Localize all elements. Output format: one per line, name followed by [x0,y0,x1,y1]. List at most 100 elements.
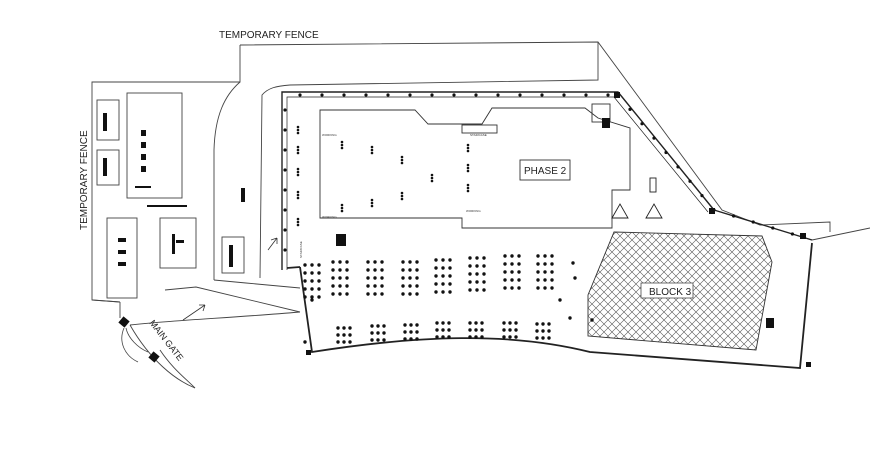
material-dot [468,264,472,268]
material-dot [474,328,478,332]
material-dot [380,292,384,296]
material-dot [317,279,321,283]
boundary-post [518,93,522,97]
office-furniture [103,113,245,267]
material-dot [482,280,486,284]
staircase-label: STAIRCASE [470,133,487,137]
crane-marker [466,166,470,170]
material-dot [317,271,321,275]
material-dot [376,338,380,342]
crane-marker [296,148,300,152]
material-dot [366,268,370,272]
boundary-post [606,93,610,97]
material-dot [550,278,554,282]
material-dot [536,278,540,282]
material-dot [573,276,577,280]
material-dot [342,333,346,337]
material-dot [370,324,374,328]
material-dot [310,295,314,299]
boundary-post [676,165,680,169]
crane-marker [370,201,374,205]
material-dot [541,329,545,333]
crane-marker [296,145,300,149]
crane-marker [370,204,374,208]
material-dot [510,270,514,274]
material-dot [475,272,479,276]
boundary-post [342,93,346,97]
boundary-post [452,93,456,97]
material-dot [409,337,413,341]
material-dot [536,262,540,266]
material-dot [342,340,346,344]
material-dot [482,256,486,260]
material-dot [434,290,438,294]
material-dot [517,278,521,282]
material-dot [514,335,518,339]
material-dot [415,284,419,288]
boundary-post [364,93,368,97]
crane-marker [340,146,344,150]
material-dot [415,323,419,327]
material-dot [338,268,342,272]
boundary-post [790,232,795,236]
material-dot [435,335,439,339]
boundary-post [298,93,302,97]
material-dot [447,328,451,332]
material-dot [376,331,380,335]
crane-marker [430,179,434,183]
material-dot [338,260,342,264]
material-dot [468,272,472,276]
material-dot [502,321,506,325]
material-dot [550,270,554,274]
material-dot [380,260,384,264]
crane-marker [296,125,300,129]
material-dot [510,254,514,258]
material-dot [543,286,547,290]
crane-marker [296,167,300,171]
boundary-post [496,93,500,97]
inner-markers [296,125,470,227]
boundary-post [283,208,287,212]
material-dot [441,328,445,332]
material-dot [373,260,377,264]
material-dot [338,276,342,280]
material-dot [366,276,370,280]
material-dot [348,333,352,337]
material-dot [345,260,349,264]
material-dot [514,328,518,332]
crane-marker [296,220,300,224]
block-3-area [587,231,773,351]
material-dot [345,268,349,272]
material-dot [434,258,438,262]
boundary-post [283,148,287,152]
material-dot [543,262,547,266]
material-dot [536,254,540,258]
material-dot [448,274,452,278]
material-dot [409,330,413,334]
crane-marker [400,158,404,162]
material-dot [508,328,512,332]
material-dot [547,336,551,340]
material-dot [366,260,370,264]
staircase-left-label: STAIRCASE [299,241,303,258]
material-dot [370,338,374,342]
crane-marker [340,203,344,207]
crane-marker [466,146,470,150]
material-dot [508,335,512,339]
equipment-symbols [611,177,663,219]
material-dot [373,284,377,288]
boundary-post [283,188,287,192]
material-dot [415,292,419,296]
crane-marker [370,198,374,202]
material-dot [408,260,412,264]
material-dot [373,276,377,280]
parking-dot-grid [303,254,594,344]
material-dot [547,329,551,333]
material-dot [475,256,479,260]
boundary-post [408,93,412,97]
material-dot [535,329,539,333]
material-dot [468,321,472,325]
working-label-2: WORKING [322,215,337,219]
material-dot [535,336,539,340]
